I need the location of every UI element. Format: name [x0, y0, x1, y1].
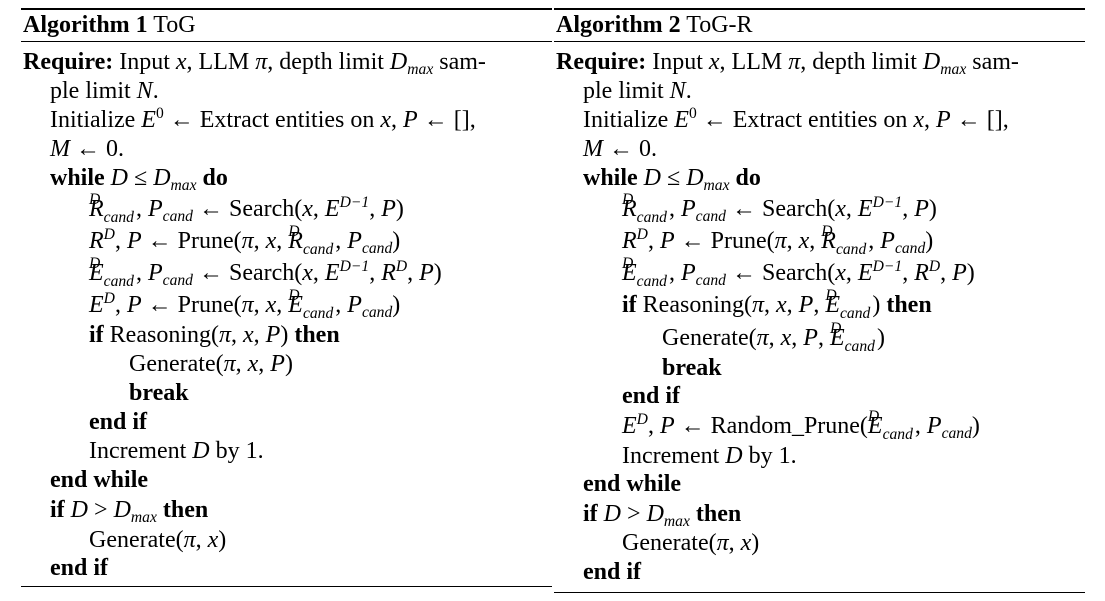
- if-reasoning-line: if Reasoning(π, x, P) then: [89, 322, 340, 348]
- top-rule: [554, 8, 1085, 10]
- require-line: Require: Input x, LLM π, depth limit Dma…: [556, 49, 1019, 79]
- if-final-line: if D > Dmax then: [50, 497, 209, 527]
- algorithm-1-title: Algorithm 1 ToG: [23, 12, 196, 38]
- initialize-line: Initialize E0 ← Extract entities on x, P…: [583, 104, 1009, 133]
- title-rule: [554, 41, 1085, 42]
- algorithm-name: ToG: [153, 12, 196, 38]
- initialize-continued: M ← 0.: [50, 136, 124, 162]
- bottom-rule: [21, 586, 552, 587]
- require-continued: ple limit N.: [50, 78, 159, 104]
- title-rule: [21, 41, 552, 42]
- increment-line: Increment D by 1.: [89, 438, 264, 464]
- generate-final-line: Generate(π, x): [622, 530, 760, 556]
- initialize-line: Initialize E0 ← Extract entities on x, P…: [50, 104, 476, 133]
- bottom-rule: [554, 592, 1085, 593]
- break-line: break: [129, 380, 189, 406]
- algorithm-name: ToG-R: [686, 12, 753, 38]
- top-rule: [21, 8, 552, 10]
- end-if-final-line: end if: [50, 555, 109, 581]
- require-line: Require: Input x, LLM π, depth limit Dma…: [23, 49, 486, 79]
- increment-line: Increment D by 1.: [622, 443, 797, 469]
- end-if-line: end if: [89, 409, 148, 435]
- initialize-continued: M ← 0.: [583, 136, 657, 162]
- end-if-final-line: end if: [583, 559, 642, 585]
- algorithm-number: Algorithm 1: [23, 12, 148, 38]
- while-line: while D ≤ Dmax do: [50, 165, 228, 195]
- break-line: break: [662, 355, 722, 381]
- algorithm-1-box: Algorithm 1 ToG Require: Input x, LLM π,…: [21, 8, 552, 593]
- end-while-line: end while: [50, 467, 149, 493]
- require-continued: ple limit N.: [583, 78, 692, 104]
- generate-final-line: Generate(π, x): [89, 527, 227, 553]
- end-while-line: end while: [583, 471, 682, 497]
- algorithm-2-box: Algorithm 2 ToG-R Require: Input x, LLM …: [554, 8, 1085, 593]
- generate-line: Generate(π, x, P): [129, 351, 293, 377]
- end-if-line: end if: [622, 383, 681, 409]
- algorithm-2-title: Algorithm 2 ToG-R: [556, 12, 753, 38]
- algorithm-number: Algorithm 2: [556, 12, 681, 38]
- if-final-line: if D > Dmax then: [583, 501, 742, 531]
- while-line: while D ≤ Dmax do: [583, 165, 761, 195]
